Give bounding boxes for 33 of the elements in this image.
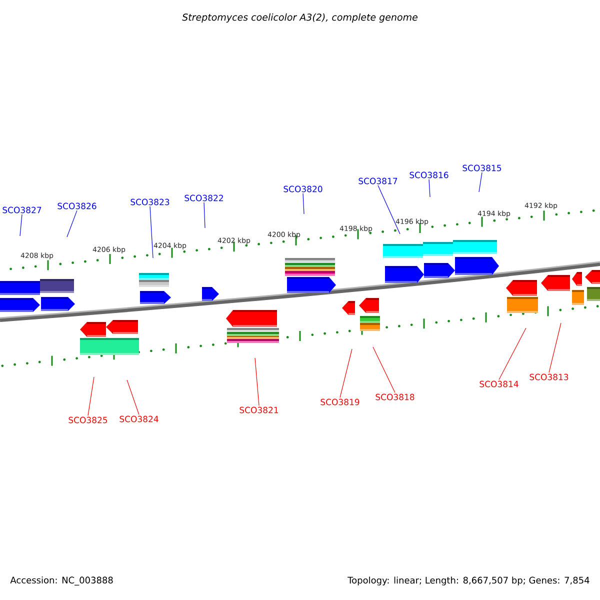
leader-line	[20, 214, 22, 236]
gene-label: SCO3827	[2, 206, 42, 214]
gene-label: SCO3815	[462, 164, 502, 172]
leader-line	[88, 376, 94, 416]
gene-label: SCO3822	[184, 194, 223, 202]
leader-line	[498, 328, 526, 380]
leader-line	[478, 172, 482, 192]
gene-label: SCO3820	[284, 186, 322, 192]
leader-line	[428, 179, 430, 198]
gene-label: SCO3814	[480, 380, 518, 388]
leader-line	[372, 346, 396, 393]
leader-line	[548, 322, 562, 373]
title: Streptomyces coelicolor A3(2), complete genome	[182, 13, 418, 23]
leader-line	[254, 358, 260, 406]
leader-line	[66, 210, 78, 238]
gene-label: SCO3817	[358, 178, 398, 184]
footer-text: Accession: NC_003888	[10, 576, 113, 586]
leader-line	[302, 193, 304, 214]
leader-line	[126, 380, 140, 415]
leader-line	[378, 185, 400, 234]
leader-line	[340, 348, 352, 398]
gene-label: SCO3824	[120, 416, 158, 422]
gene-label: SCO3823	[130, 198, 170, 206]
leader-line	[150, 206, 154, 258]
gene-label: SCO3813	[530, 374, 568, 380]
footer-text: Topology: linear; Length: 8,667,507 bp; Genes: 7,854	[348, 576, 590, 586]
gene-label: SCO3825	[68, 416, 108, 424]
gene-label: SCO3818	[376, 394, 414, 400]
gene-label: SCO3816	[410, 172, 448, 178]
gene-label: SCO3819	[320, 398, 360, 406]
gene-label: SCO3821	[240, 406, 278, 414]
gene-label: SCO3826	[58, 202, 96, 210]
leader-line	[204, 202, 206, 228]
